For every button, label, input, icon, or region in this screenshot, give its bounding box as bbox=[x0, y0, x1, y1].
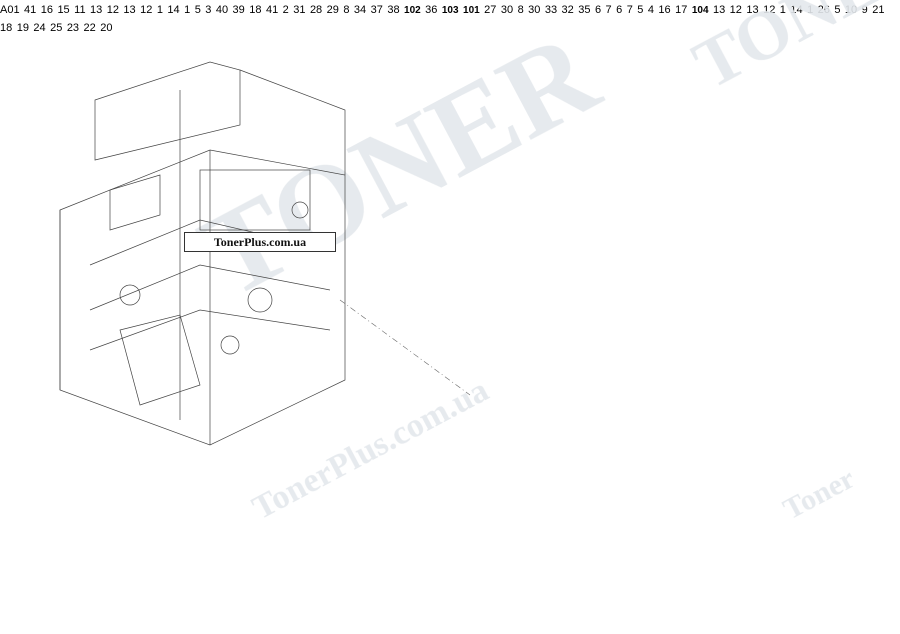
callout-11: 11 bbox=[74, 4, 86, 16]
callout-13: 13 bbox=[712, 4, 726, 16]
callout-34: 34 bbox=[353, 4, 367, 16]
watermark-text-top-right: TONER bbox=[681, 0, 900, 104]
callout-13: 13 bbox=[123, 4, 136, 16]
callout-5: 5 bbox=[834, 4, 841, 16]
callout-5: 5 bbox=[637, 4, 644, 16]
callout-26: 26 bbox=[817, 4, 830, 16]
callout-10: 10 bbox=[844, 4, 858, 16]
callout-33: 33 bbox=[544, 4, 558, 16]
callout-37: 37 bbox=[370, 4, 383, 16]
callout-7: 7 bbox=[605, 4, 612, 16]
callout-3: 3 bbox=[205, 4, 212, 16]
callout-14: 14 bbox=[167, 4, 180, 16]
site-label: TonerPlus.com.ua bbox=[184, 232, 336, 252]
callout-21: 21 bbox=[872, 4, 885, 16]
callout-39: 39 bbox=[232, 4, 245, 16]
callout-16: 16 bbox=[40, 4, 53, 16]
callout-13: 13 bbox=[746, 4, 759, 16]
assembly-label: A01 bbox=[0, 4, 20, 16]
callout-103: 103 bbox=[441, 5, 459, 16]
callout-18: 18 bbox=[0, 22, 13, 34]
callout-16: 16 bbox=[658, 4, 671, 16]
callout-36: 36 bbox=[425, 4, 438, 16]
callout-13: 13 bbox=[90, 4, 103, 16]
callout-6: 6 bbox=[594, 4, 602, 16]
callout-24: 24 bbox=[33, 22, 46, 34]
callout-23: 23 bbox=[66, 22, 80, 34]
assembly-outline: A01 bbox=[0, 0, 24, 17]
callout-25: 25 bbox=[50, 22, 63, 34]
callout-31: 31 bbox=[293, 4, 306, 16]
callout-1: 1 bbox=[156, 4, 163, 16]
callout-1: 1 bbox=[779, 4, 786, 16]
watermark-text-mid: TonerPlus.com.ua bbox=[246, 372, 494, 527]
callout-20: 20 bbox=[100, 22, 113, 34]
callout-22: 22 bbox=[83, 22, 96, 34]
callout-4: 4 bbox=[647, 4, 654, 16]
callout-27: 27 bbox=[484, 4, 497, 16]
callout-19: 19 bbox=[16, 22, 29, 34]
callout-35: 35 bbox=[578, 4, 591, 16]
callout-104: 104 bbox=[691, 5, 709, 16]
callout-7: 7 bbox=[626, 4, 633, 16]
callout-101: 101 bbox=[463, 5, 480, 16]
watermark: TONER TonerPlus.com.ua Toner TONER bbox=[180, 0, 900, 527]
callout-17: 17 bbox=[675, 4, 688, 16]
callout-12: 12 bbox=[763, 4, 776, 16]
callout-38: 38 bbox=[387, 4, 400, 16]
callout-9: 9 bbox=[861, 4, 868, 16]
callout-1: 1 bbox=[184, 4, 191, 16]
callout-40: 40 bbox=[215, 4, 229, 16]
callout-12: 12 bbox=[140, 4, 153, 16]
machine-frame bbox=[59, 61, 471, 446]
callout-102: 102 bbox=[404, 5, 421, 16]
watermark-text-top: TONER bbox=[180, 6, 618, 323]
callout-41: 41 bbox=[265, 4, 279, 16]
callout-29: 29 bbox=[326, 4, 339, 16]
callout-30: 30 bbox=[500, 4, 514, 16]
callout-30: 30 bbox=[528, 4, 541, 16]
callout-15: 15 bbox=[57, 4, 70, 16]
callout-2: 2 bbox=[282, 4, 289, 16]
callout-32: 32 bbox=[561, 4, 574, 16]
callout-12: 12 bbox=[729, 4, 742, 16]
callout-41: 41 bbox=[24, 4, 37, 16]
callout-6: 6 bbox=[616, 4, 623, 16]
callout-8: 8 bbox=[517, 4, 524, 16]
callout-12: 12 bbox=[106, 4, 119, 16]
watermark-text-bottom: Toner bbox=[778, 462, 860, 527]
callouts: 41 16 15 11 13 12 13 12 1 14 1 5 3 40 39… bbox=[0, 0, 884, 35]
callout-18: 18 bbox=[249, 4, 262, 16]
callout-1: 1 bbox=[807, 4, 814, 16]
callout-8: 8 bbox=[343, 4, 350, 16]
callout-28: 28 bbox=[309, 4, 323, 16]
callout-14: 14 bbox=[790, 4, 803, 16]
callout-5: 5 bbox=[194, 4, 201, 16]
